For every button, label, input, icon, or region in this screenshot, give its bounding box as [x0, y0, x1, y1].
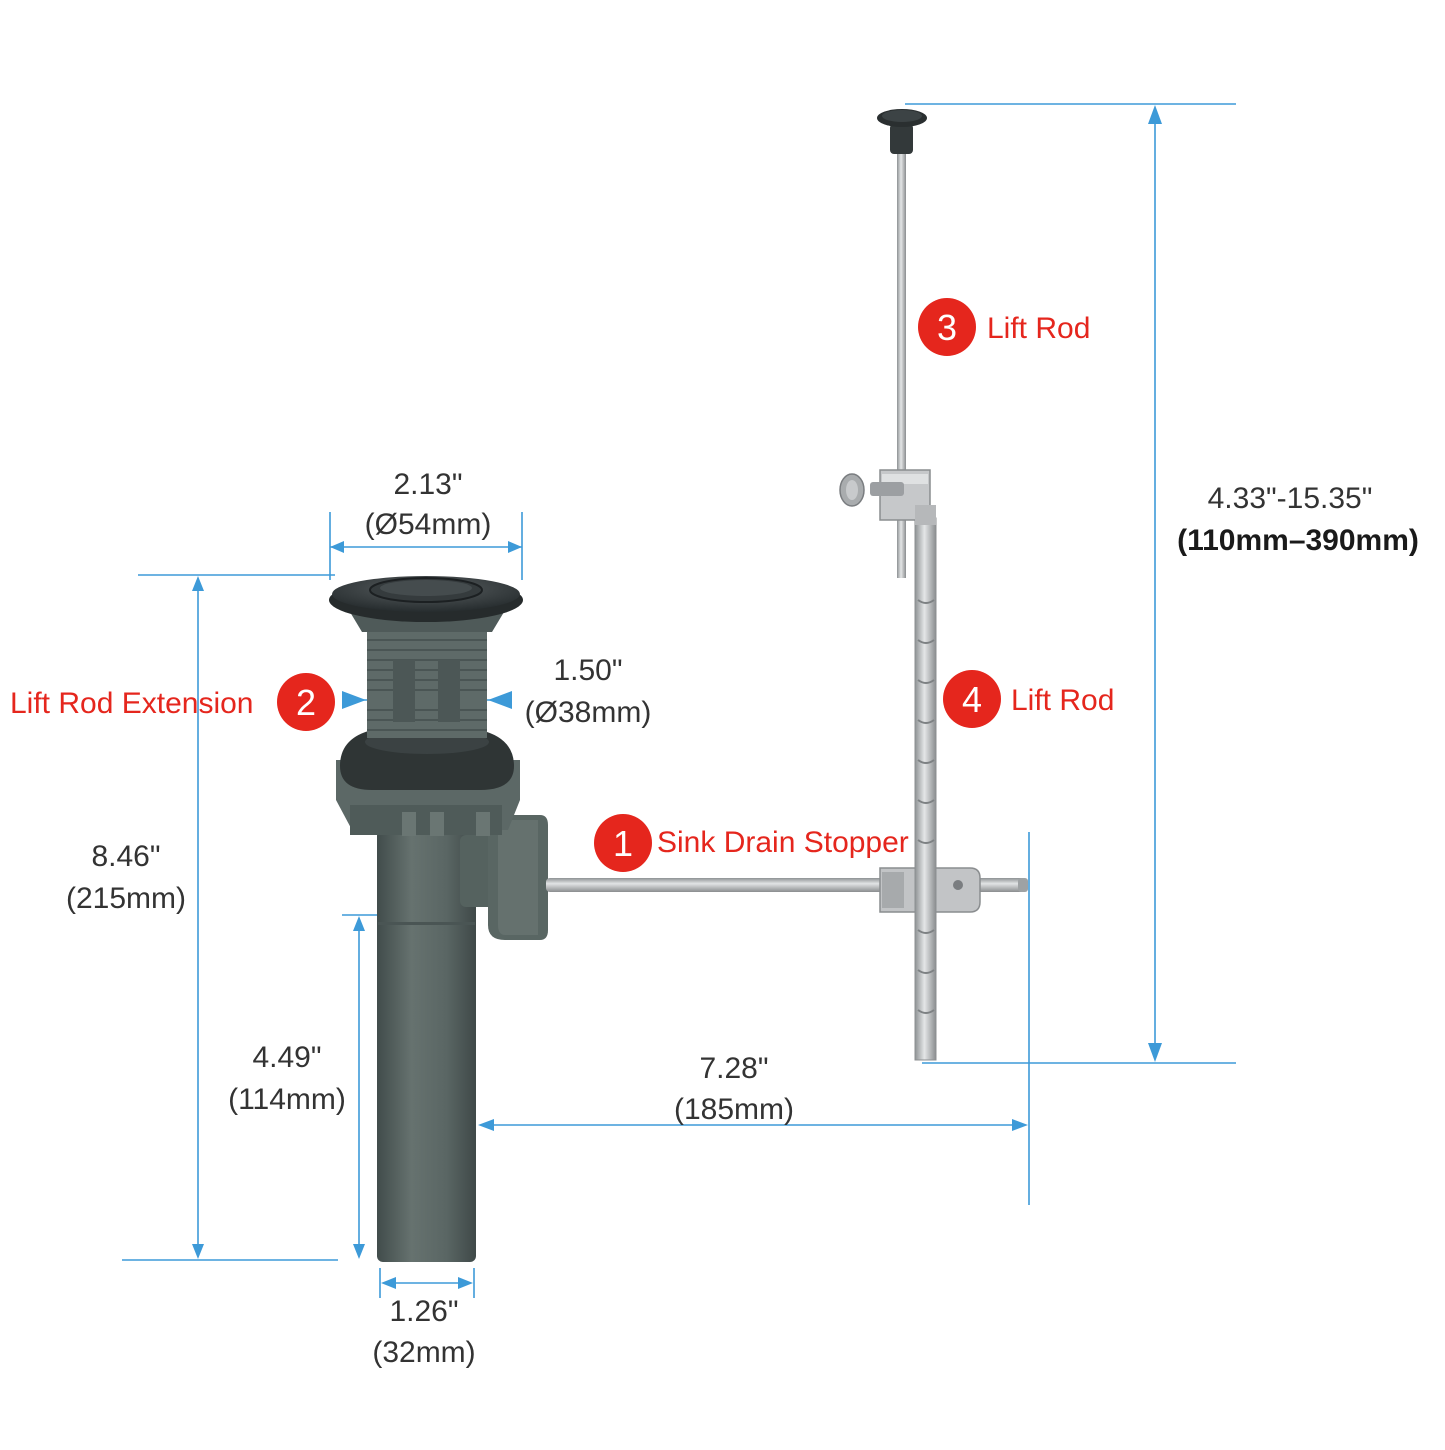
lift-height-mm: (110mm–390mm)	[1177, 524, 1419, 557]
callout-badge	[918, 298, 976, 356]
arrow-right-icon	[1012, 1119, 1028, 1131]
callout-badge	[594, 814, 652, 872]
tailpiece-joint	[378, 922, 475, 925]
thumb-screw-face	[846, 480, 858, 500]
lift-rod-top	[839, 109, 936, 578]
body-threads	[367, 639, 487, 731]
arrow-left-icon	[381, 1277, 396, 1289]
callout-number: 3	[937, 307, 957, 348]
drain-body-rib	[430, 812, 444, 836]
flange-width-inches: 2.13"	[393, 468, 462, 501]
callout-number: 4	[962, 679, 982, 720]
callout-number: 1	[613, 823, 633, 864]
rod-length-inches: 7.28"	[699, 1052, 768, 1085]
arrow-up-icon	[1148, 105, 1162, 124]
dimension-labels: 2.13" (Ø54mm) 1.50" (Ø38mm) 8.46" (215mm…	[66, 468, 1419, 1369]
thumb-screw-shaft	[870, 482, 904, 496]
pivot-rod-tip	[1018, 878, 1028, 892]
arrow-right-icon	[342, 691, 366, 709]
lift-knob-stem	[890, 124, 913, 154]
flange-width-mm: (Ø54mm)	[365, 508, 492, 541]
arrow-right-icon	[508, 541, 522, 553]
callout-label: Sink Drain Stopper	[657, 826, 909, 859]
clevis-top	[882, 474, 928, 484]
callout-label: Lift Rod	[987, 312, 1090, 345]
pivot-nut-face	[498, 820, 538, 935]
spring-clip-edge	[882, 872, 904, 908]
callout-number: 2	[296, 682, 316, 723]
drain-body-rib	[476, 812, 490, 836]
callout-label: Lift Rod	[1011, 684, 1114, 717]
lift-height-inches: 4.33"-15.35"	[1208, 482, 1373, 515]
arrow-down-icon	[192, 1244, 204, 1259]
strap-bar	[914, 517, 937, 1061]
callout-3: 3 Lift Rod	[918, 298, 1090, 356]
drain-assembly	[329, 576, 548, 1262]
callout-label: Lift Rod Extension	[10, 687, 253, 720]
callout-badge	[277, 673, 335, 731]
tailpiece-width-mm: (32mm)	[372, 1336, 475, 1369]
rod-length-mm: (185mm)	[674, 1093, 794, 1126]
callout-1: 1 Sink Drain Stopper	[594, 814, 909, 872]
tailpiece-pipe	[377, 830, 476, 1262]
tailpiece-height-mm: (114mm)	[228, 1083, 346, 1116]
arrow-left-icon	[488, 691, 512, 709]
stopper-button-top	[380, 580, 472, 596]
arrow-left-icon	[330, 541, 344, 553]
clevis-bend	[915, 505, 936, 525]
drain-body-rib	[402, 812, 416, 836]
arrow-right-icon	[458, 1277, 473, 1289]
body-window	[438, 660, 460, 722]
arrow-up-icon	[192, 576, 204, 591]
tailpiece-width-inches: 1.26"	[389, 1295, 458, 1328]
arrow-up-icon	[353, 916, 365, 931]
threaded-body	[367, 628, 487, 738]
arrow-down-icon	[353, 1244, 365, 1259]
tailpiece-height-inches: 4.49"	[252, 1041, 321, 1074]
lift-rod-strap	[914, 517, 937, 1061]
arrow-left-icon	[478, 1119, 494, 1131]
body-width-inches: 1.50"	[553, 654, 622, 687]
callout-4: 4 Lift Rod	[943, 670, 1114, 728]
body-width-mm: (Ø38mm)	[525, 696, 652, 729]
pivot-rod-assembly	[546, 867, 1028, 913]
callout-badge	[943, 670, 1001, 728]
dimension-arrowheads	[192, 105, 1162, 1289]
total-height-mm: (215mm)	[66, 882, 186, 915]
body-window	[393, 660, 415, 722]
strap-holes	[917, 599, 935, 1014]
lift-rod-shaft	[897, 128, 906, 578]
arrow-down-icon	[1148, 1043, 1162, 1062]
callout-2: 2 Lift Rod Extension	[10, 673, 335, 731]
total-height-inches: 8.46"	[91, 840, 160, 873]
clip-hole	[953, 880, 963, 890]
lift-knob-top	[882, 110, 922, 122]
